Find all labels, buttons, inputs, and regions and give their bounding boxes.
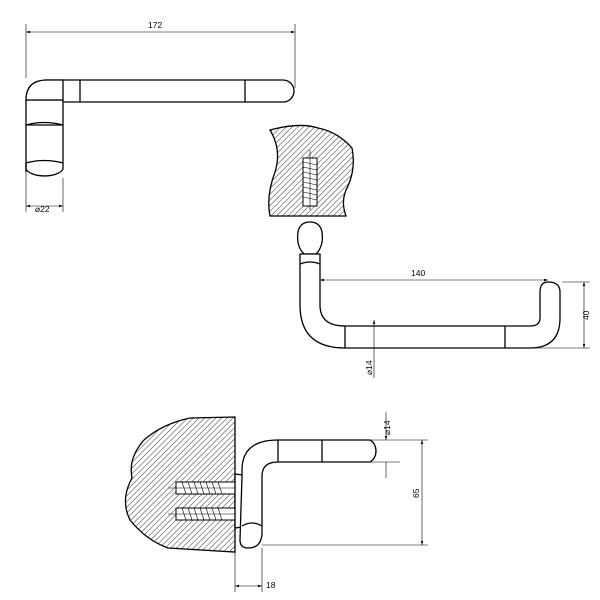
dim-label-diameter: ⌀14 [364, 360, 374, 375]
anchor-screws [168, 481, 246, 521]
holder-arm [239, 439, 377, 549]
bottom-view: ⌀14 65 18 [124, 412, 428, 592]
dim-label-offset: 18 [266, 580, 276, 590]
dim-label-length: 172 [148, 20, 162, 30]
dim-label-height: 40 [581, 310, 591, 320]
dim-label-diameter: ⌀22 [35, 204, 50, 214]
vertical-arm [25, 79, 64, 177]
holder-arm [299, 253, 561, 349]
dim-label-height: 65 [411, 488, 421, 498]
anchor-screw [302, 150, 318, 210]
dim-label-diameter: ⌀14 [382, 420, 392, 435]
horizontal-bar [44, 79, 295, 103]
side-view: 140 40 ⌀14 [268, 124, 591, 378]
wall-rosette [296, 221, 324, 255]
top-view: 172 ⌀22 [25, 20, 296, 214]
dim-label-length: 140 [411, 268, 425, 278]
